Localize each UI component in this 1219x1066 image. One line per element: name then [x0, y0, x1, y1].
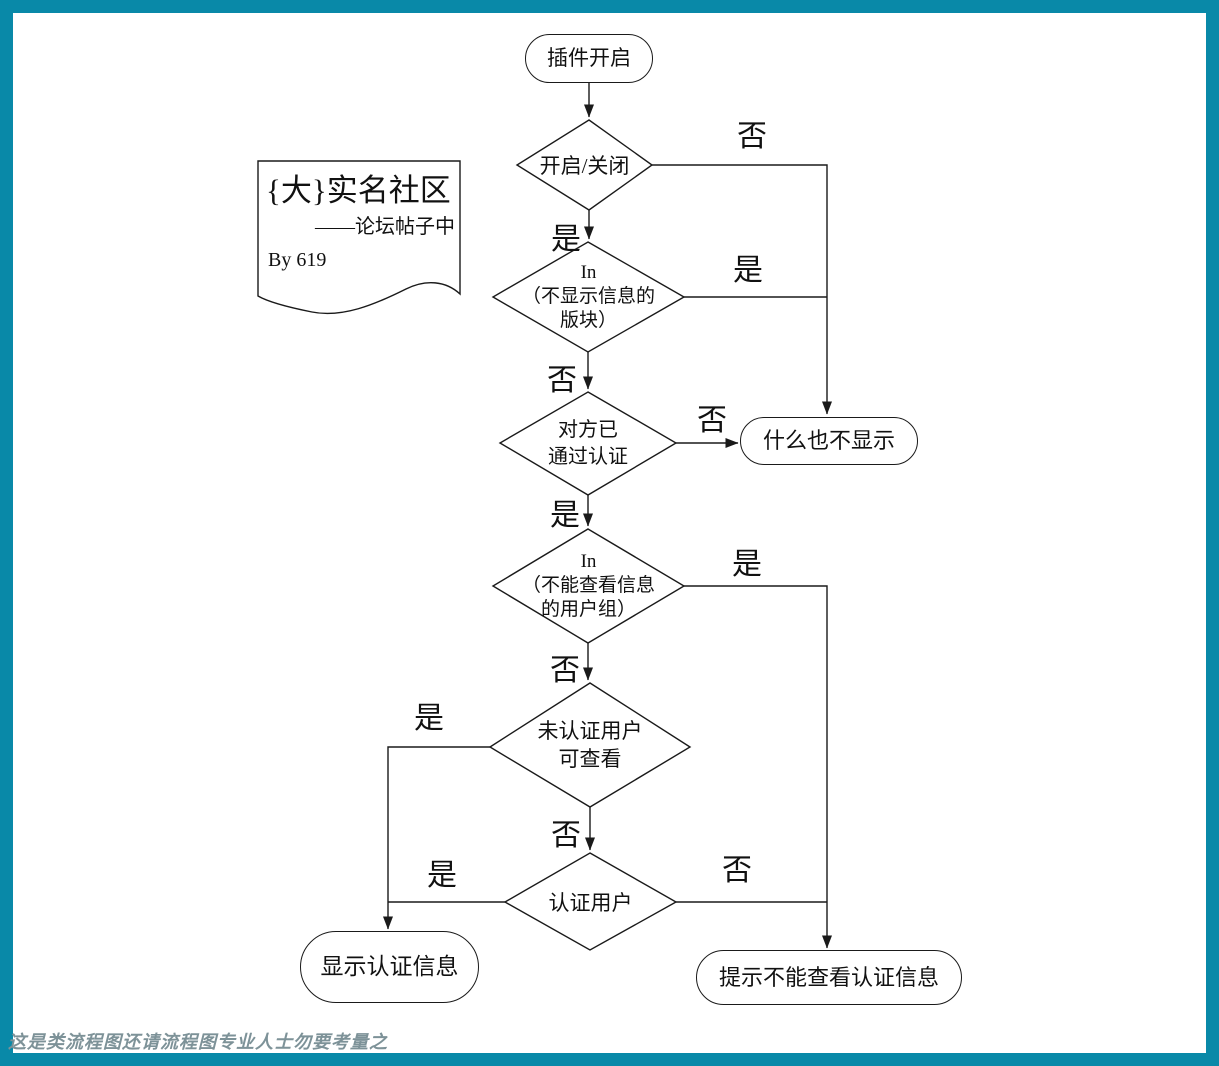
edge-label-plugin-no: 否 — [737, 120, 767, 153]
edge-label-authuser-yes: 是 — [427, 859, 457, 892]
note-byline: By 619 — [268, 249, 327, 271]
edge-label-unverified-yes: 是 — [414, 702, 444, 735]
edge-label-unverified-no: 否 — [551, 819, 581, 852]
decision-unverified-view-shape — [488, 682, 692, 808]
note-title: {大}实名社区 — [266, 173, 451, 208]
node-show-info-label: 显示认证信息 — [320, 953, 459, 979]
node-start-terminal: 插件开启 — [525, 34, 653, 83]
edge-label-usergroup-no: 否 — [550, 654, 580, 687]
decision-authuser-shape — [503, 852, 678, 951]
node-show-info-terminal: 显示认证信息 — [300, 931, 479, 1003]
node-prompt-terminal: 提示不能查看认证信息 — [696, 950, 962, 1005]
edge-label-forum-yes: 是 — [733, 254, 763, 287]
edge-label-forum-no: 否 — [547, 364, 577, 397]
note-document-shape — [257, 160, 461, 315]
watermark-text: 这是类流程图还请流程图专业人士勿要考量之 — [8, 1032, 388, 1053]
node-start-label: 插件开启 — [547, 46, 631, 71]
decision-usergroup-shape — [491, 528, 686, 644]
node-nothing-label: 什么也不显示 — [762, 428, 895, 454]
node-nothing-terminal: 什么也不显示 — [740, 417, 918, 465]
edge-label-verified-no: 否 — [697, 404, 727, 437]
edge-plugin-no — [652, 164, 832, 415]
note-subtitle: ——论坛帖子中 — [315, 216, 455, 238]
node-prompt-label: 提示不能查看认证信息 — [718, 964, 939, 990]
decision-plugin-toggle-shape — [515, 119, 654, 211]
edge-unverified-yes — [383, 746, 490, 930]
edge-label-authuser-no: 否 — [722, 854, 752, 887]
edge-label-plugin-yes: 是 — [551, 223, 581, 256]
decision-hidden-forum-shape — [491, 241, 686, 353]
edge-label-verified-yes: 是 — [550, 499, 580, 532]
edge-usergroup-yes — [684, 585, 832, 949]
decision-other-verified-shape — [498, 391, 678, 496]
edge-label-usergroup-yes: 是 — [732, 548, 762, 581]
